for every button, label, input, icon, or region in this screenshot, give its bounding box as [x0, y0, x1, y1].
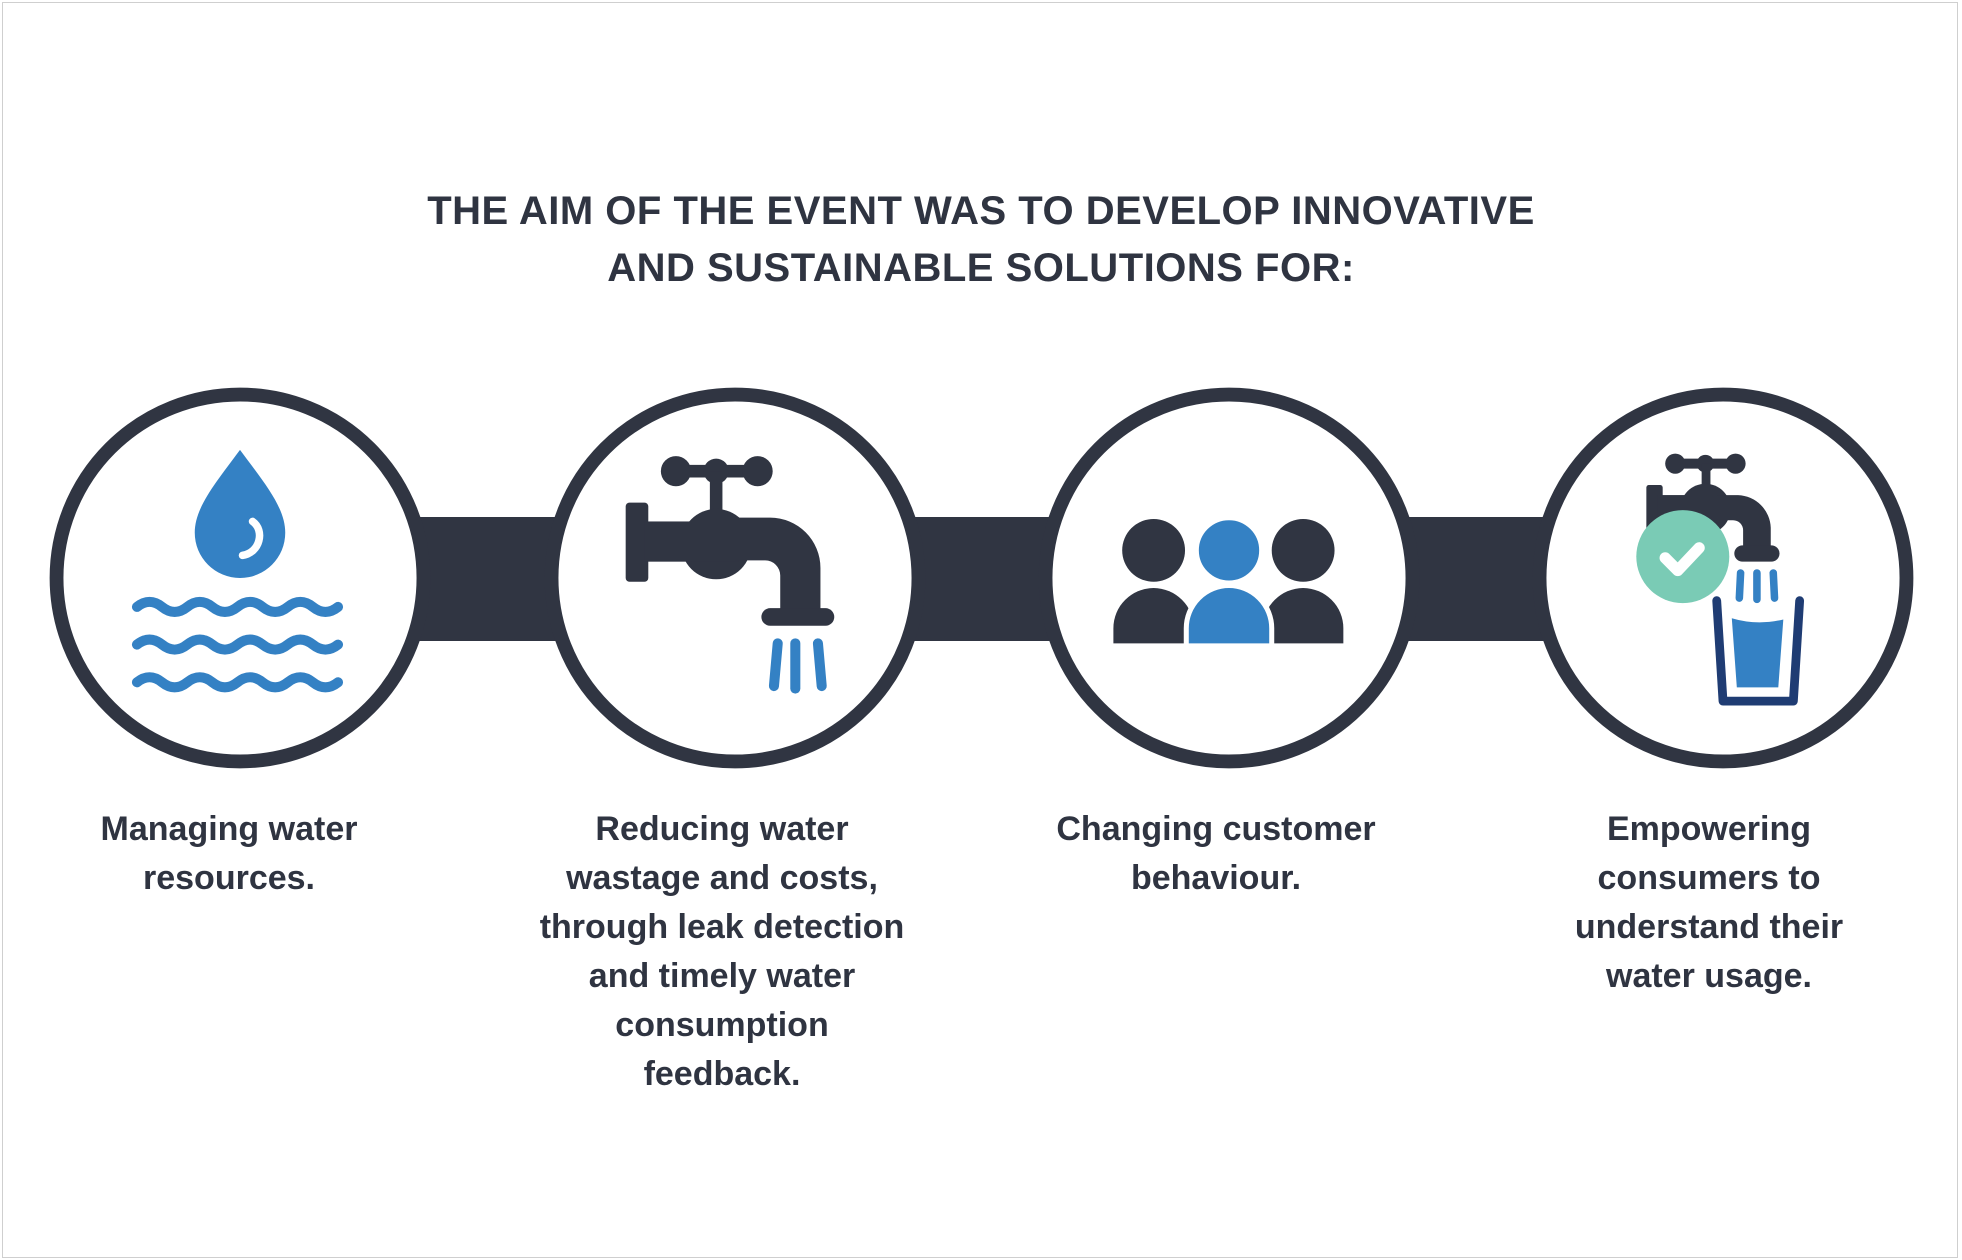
- label-line: wastage and costs,: [566, 859, 878, 897]
- label-line: Changing customer: [1056, 810, 1376, 848]
- label-line: through leak detection: [539, 908, 905, 946]
- label-line: Reducing water: [595, 810, 849, 848]
- water-drop-waves-icon: [49, 387, 431, 769]
- circle-reducing-wastage: [544, 387, 926, 769]
- title-line: AND SUSTAINABLE SOLUTIONS FOR:: [607, 246, 1355, 290]
- people-group-icon: [1038, 387, 1420, 769]
- label-line: consumption: [615, 1006, 829, 1044]
- label-line: and timely water: [588, 957, 856, 995]
- circle-empowering-consumers: [1532, 387, 1914, 769]
- page-title: THE AIM OF THE EVENT WAS TO DEVELOP INNO…: [0, 183, 1962, 297]
- dripping-faucet-icon: [544, 387, 926, 769]
- label-line: understand their: [1574, 908, 1844, 946]
- label-empowering-consumers: Empowering consumers to understand their…: [1479, 805, 1939, 1001]
- label-reducing-wastage: Reducing water wastage and costs, throug…: [492, 805, 952, 1099]
- connector-bar: [240, 517, 1723, 641]
- circle-managing-water: [49, 387, 431, 769]
- label-line: behaviour.: [1130, 859, 1302, 897]
- faucet-glass-check-icon: [1532, 387, 1914, 769]
- label-managing-water: Managing water resources.: [0, 805, 459, 903]
- label-line: resources.: [143, 859, 315, 897]
- circle-changing-behaviour: [1038, 387, 1420, 769]
- label-line: feedback.: [643, 1055, 801, 1093]
- label-line: consumers to: [1597, 859, 1821, 897]
- label-changing-behaviour: Changing customer behaviour.: [986, 805, 1446, 903]
- label-line: Empowering: [1606, 810, 1812, 848]
- label-line: water usage.: [1606, 957, 1812, 995]
- label-line: Managing water: [100, 810, 358, 848]
- title-line: THE AIM OF THE EVENT WAS TO DEVELOP INNO…: [427, 189, 1535, 233]
